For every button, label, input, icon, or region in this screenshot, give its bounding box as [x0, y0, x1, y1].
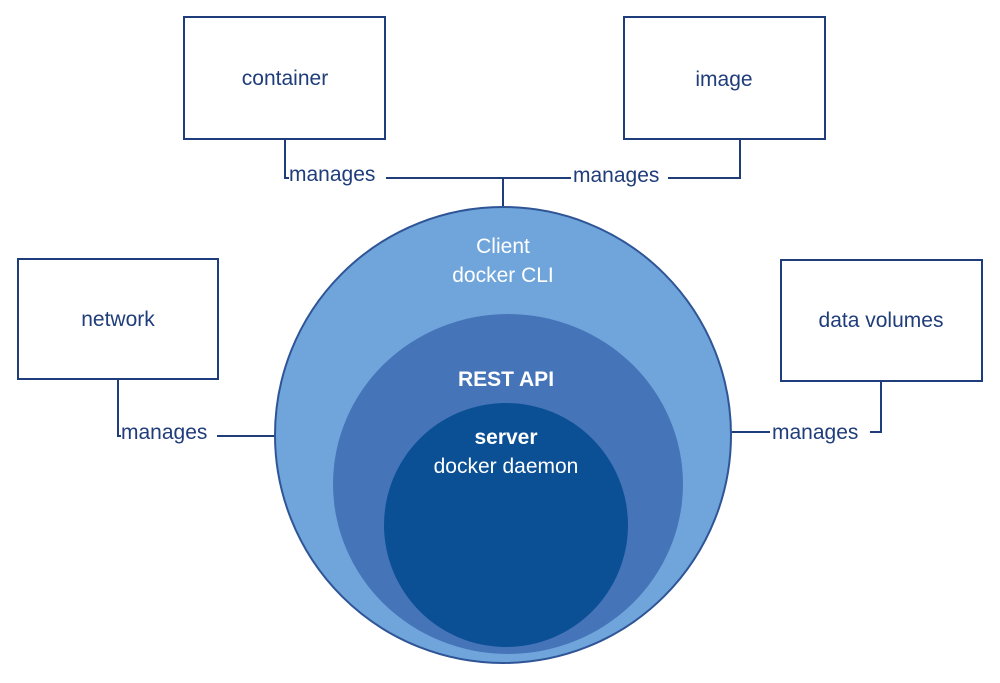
- boxes: [17, 16, 983, 382]
- network-box: [17, 258, 219, 380]
- network-label: network: [81, 308, 155, 331]
- server-subtitle: docker daemon: [434, 455, 579, 478]
- data-volumes-manages-label: manages: [772, 421, 858, 444]
- image-box: [623, 16, 826, 140]
- data-volumes-box: [780, 259, 983, 382]
- container-box: [183, 16, 386, 140]
- rest-api-label: REST API: [458, 368, 554, 391]
- image-label: image: [695, 68, 752, 91]
- container-label: container: [242, 67, 328, 90]
- network-manages-label: manages: [121, 421, 207, 444]
- image-connector-line: [668, 139, 741, 179]
- container-connector-line: [284, 139, 289, 179]
- server-circle: [384, 403, 628, 647]
- data-volumes-connector-line: [870, 381, 882, 433]
- server-title: server: [474, 426, 537, 449]
- client-subtitle: docker CLI: [452, 264, 554, 287]
- data-volumes-label: data volumes: [819, 309, 944, 332]
- container-manages-label: manages: [289, 163, 375, 186]
- image-manages-label: manages: [573, 164, 659, 187]
- client-title: Client: [476, 235, 530, 258]
- network-connector-line: [117, 379, 121, 437]
- connector-lines: [117, 139, 882, 437]
